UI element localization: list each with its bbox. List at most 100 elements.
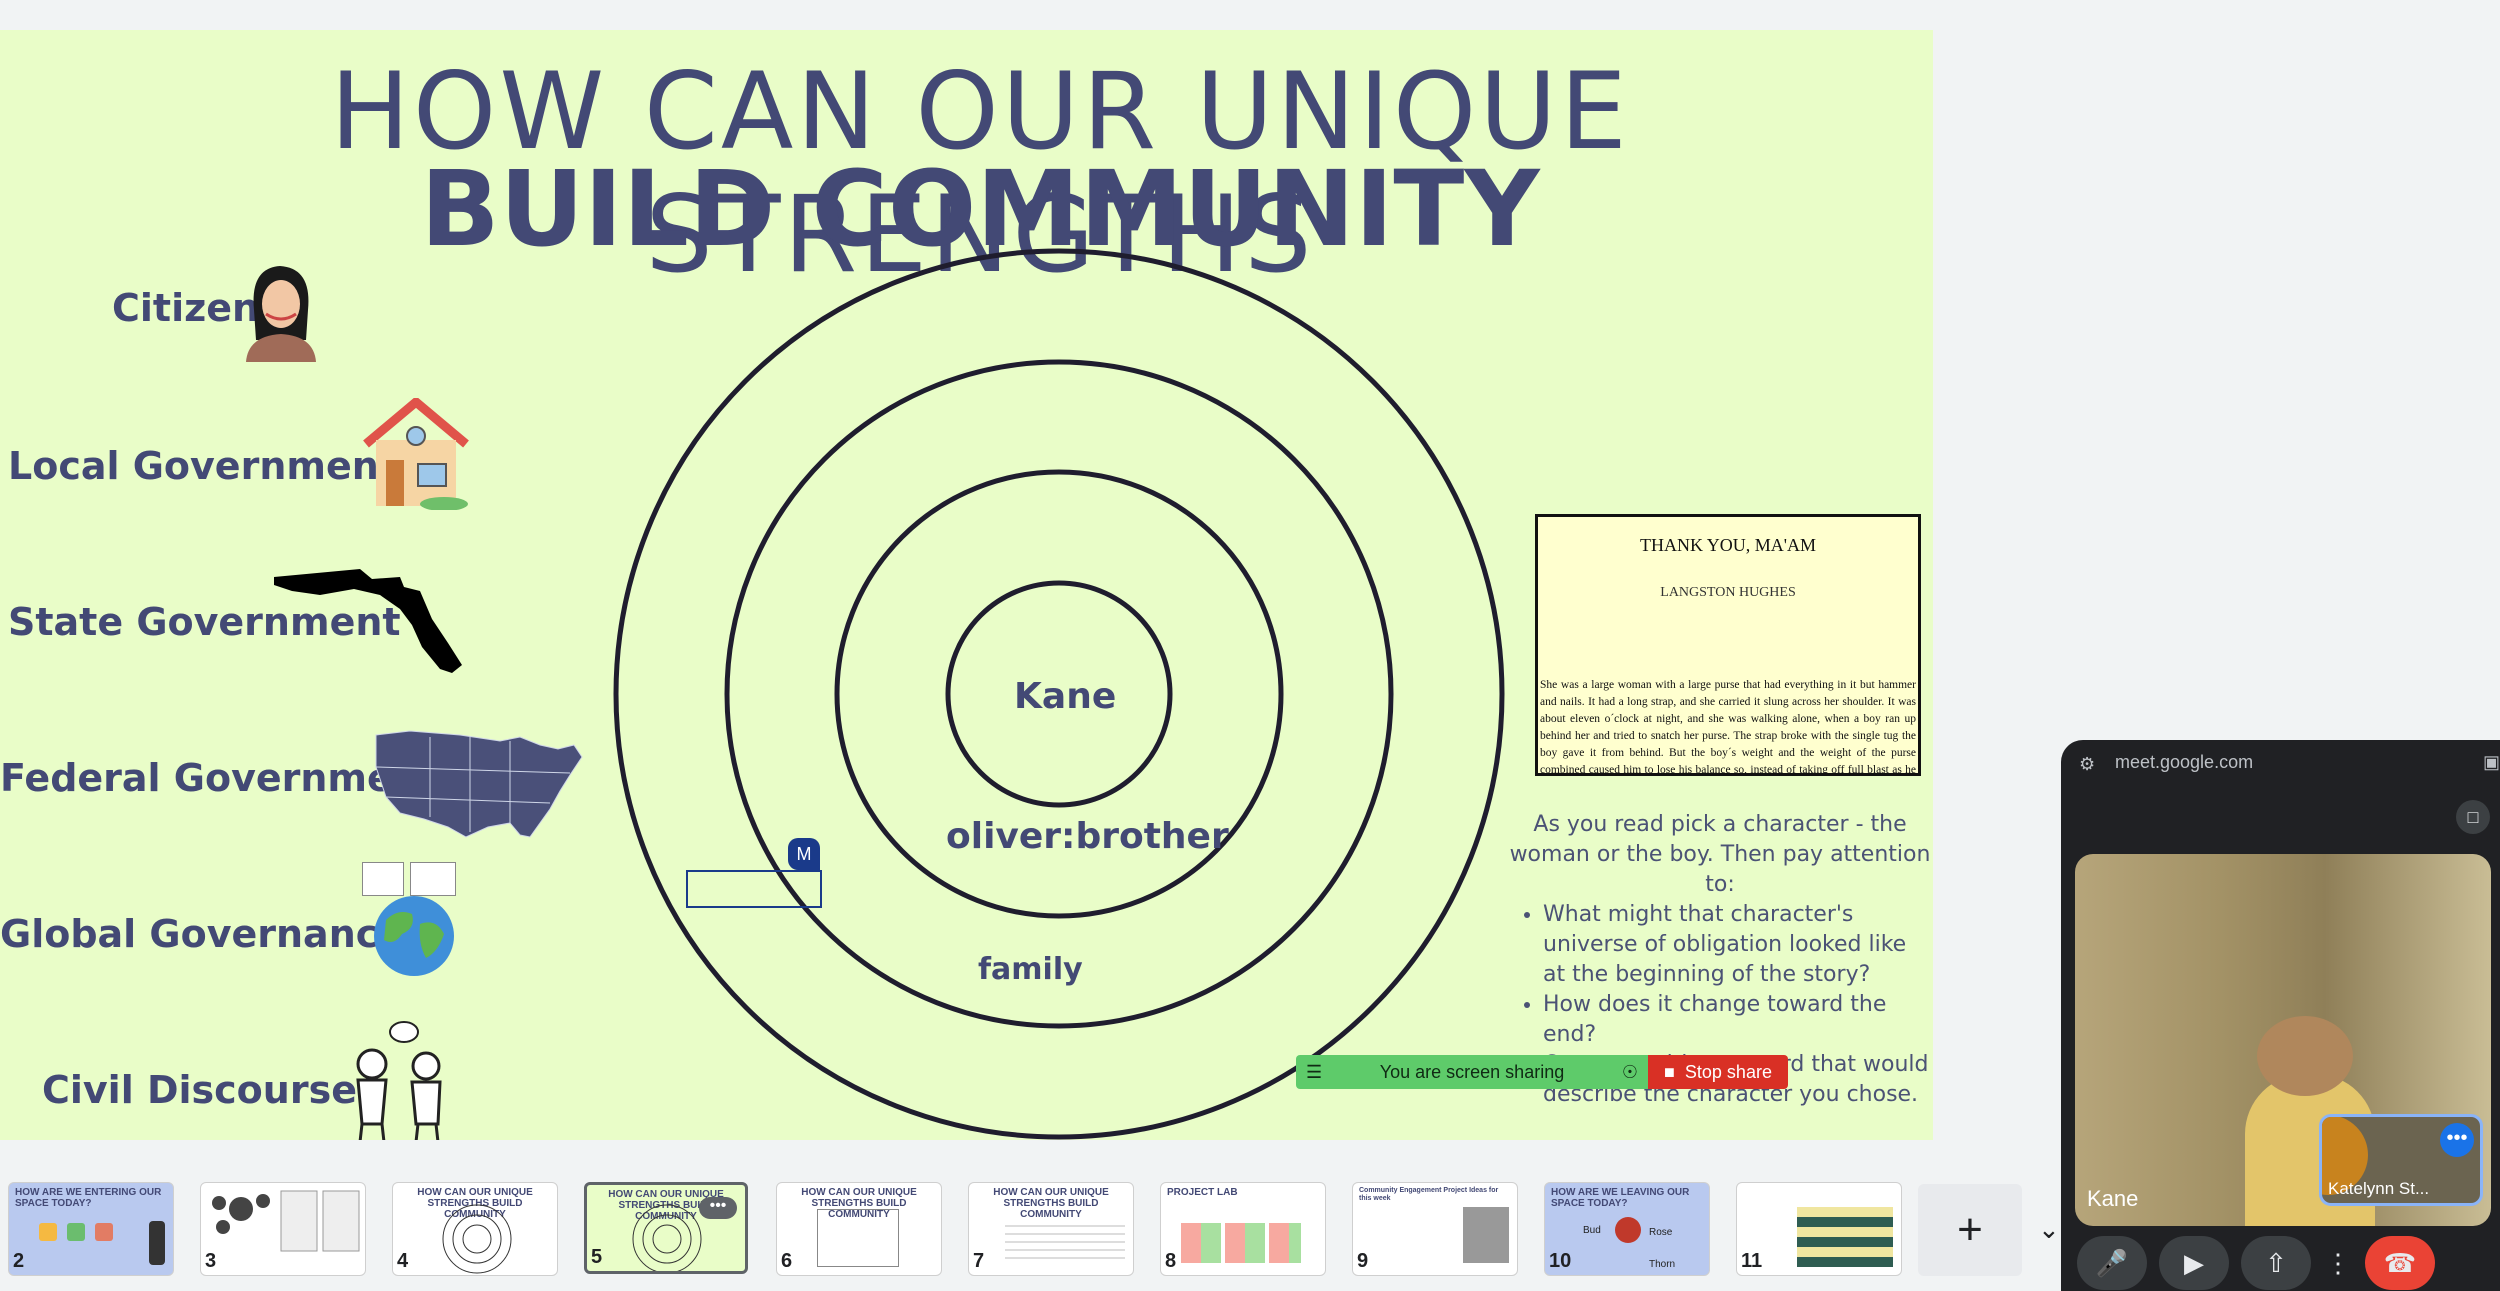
thumbnail-number: 3 [205,1250,217,1272]
thumbnail-title: HOW CAN OUR UNIQUE STRENGTHS BUILD COMMU… [417,1187,533,1220]
collaborator-cursor-badge: M [788,838,820,870]
slide-thumbnail-selected[interactable]: HOW CAN OUR UNIQUE STRENGTHS BUILD COMMU… [584,1182,748,1274]
thumbnail-title: HOW CAN OUR UNIQUE STRENGTHS BUILD COMMU… [993,1187,1109,1220]
site-settings-icon[interactable]: ⚙ [2079,754,2096,774]
thumbnail-lines-preview [1005,1219,1125,1259]
level-local-government-label: Local Government [8,444,397,488]
stop-share-button[interactable]: ■ Stop share [1648,1055,1788,1089]
mic-icon[interactable]: 🎤 [2077,1236,2147,1290]
ring-second-label[interactable]: oliver:brother [946,816,1229,857]
thumbnail-number: 7 [973,1250,985,1272]
more-icon[interactable]: ⋮ [2325,1247,2351,1278]
people-talking-icon [356,1021,442,1140]
participant-video[interactable]: Kane ••• Katelynn St... [2075,854,2491,1226]
more-options-icon[interactable]: ••• [699,1197,737,1219]
stop-icon: ■ [1664,1061,1675,1082]
rings-preview-icon [632,1204,702,1271]
slide-thumbnail[interactable]: HOW CAN OUR UNIQUE STRENGTHS BUILD COMMU… [392,1182,558,1276]
slide-thumbnail[interactable]: HOW CAN OUR UNIQUE STRENGTHS BUILD COMMU… [968,1182,1134,1276]
text-box-cursor-frame[interactable] [686,870,822,908]
slide-title-line1: HOW CAN OUR UNIQUE STRENGTHS [330,50,1630,296]
instruction-bullet: What might that character's universe of … [1543,900,1933,990]
stop-share-label: Stop share [1684,1061,1772,1082]
slide-thumbnail[interactable]: HOW ARE WE ENTERING OUR SPACE TODAY? 2 [8,1182,174,1276]
thumbnail-title: HOW ARE WE LEAVING OUR SPACE TODAY? [1551,1187,1690,1209]
slide-canvas: HOW CAN OUR UNIQUE STRENGTHS BUILD COMMU… [0,30,1933,1140]
story-excerpt-card[interactable]: THANK YOU, MA'AM LANGSTON HUGHES She was… [1535,514,1921,776]
more-options-icon[interactable]: ••• [2440,1123,2474,1157]
rose-icon [1615,1217,1641,1243]
camera-off-icon[interactable]: □ [2456,800,2490,834]
thumbnail-photo-preview [1463,1207,1509,1263]
florida-map-icon [274,569,462,673]
thumbnail-number: 5 [591,1246,603,1268]
story-text: She was a large woman with a large purse… [1540,679,1916,776]
thumbnail-icon [39,1223,57,1241]
thumbnail-bud-label: Bud [1583,1225,1601,1236]
chevron-down-icon[interactable]: ⌄ [2038,1214,2060,1244]
thumbnail-sticky-notes-preview [1181,1223,1301,1263]
slide-title-line2: BUILD COMMUNITY [420,148,1540,270]
meet-pip-window: ⚙ meet.google.com ▣ □ Kane ••• Katelynn … [2061,740,2500,1291]
alaska-inset-icon [362,862,404,896]
thumbnail-number: 6 [781,1250,793,1272]
back-to-tab-icon[interactable]: ▣ [2482,752,2500,772]
thumbnail-icon [67,1223,85,1241]
thumbnail-icon [95,1223,113,1241]
usa-map-icon [375,730,583,838]
thumbnail-table-preview [1797,1207,1893,1267]
screen-share-bar: ☰ You are screen sharing ☉ ■ Stop share [1296,1055,1788,1089]
self-view-tile[interactable]: ••• Katelynn St... [2319,1114,2483,1206]
hawaii-inset-icon [410,862,456,896]
present-icon[interactable]: ⇧ [2241,1236,2311,1290]
level-state-government-label: State Government [8,600,401,644]
level-global-governance-label: Global Governance? [0,912,427,956]
traffic-light-icon [149,1221,165,1265]
pip-url: meet.google.com [2115,752,2254,772]
participant-head [2257,1016,2353,1096]
slide-thumbnail[interactable]: Community Engagement Project Ideas for t… [1352,1182,1518,1276]
call-controls: 🎤 ▶ ⇧ ⋮ ☎ [2077,1236,2497,1291]
level-civil-discourse-label: Civil Discourse [42,1068,357,1112]
thumbnail-number: 10 [1549,1250,1572,1272]
house-icon [363,398,469,510]
story-author: LANGSTON HUGHES [1660,585,1796,600]
globe-icon [374,896,454,976]
thumbnail-title: PROJECT LAB [1167,1187,1238,1198]
add-slide-button[interactable]: + [1918,1184,2022,1276]
slide-thumbnail[interactable]: PROJECT LAB 8 [1160,1182,1326,1276]
instructions-lead: As you read pick a character - the woman… [1509,812,1931,897]
slide-thumbnail[interactable]: HOW ARE WE LEAVING OUR SPACE TODAY? Bud … [1544,1182,1710,1276]
level-federal-government-label: Federal Government [0,756,439,800]
level-citizen-label: Citizen [112,286,260,330]
share-status-text: You are screen sharing [1379,1061,1565,1082]
thumbnail-table-preview [817,1209,899,1267]
thumbnail-rose-label: Rose [1649,1227,1673,1238]
thumbnail-title: HOW ARE WE ENTERING OUR SPACE TODAY? [15,1187,162,1209]
universe-of-obligation-rings [613,248,1505,1140]
rings-preview-icon [442,1204,512,1274]
thumbnail-title: Community Engagement Project Ideas for t… [1359,1187,1499,1202]
self-name: Katelynn St... [2328,1179,2430,1198]
slide-filmstrip: HOW ARE WE ENTERING OUR SPACE TODAY? 2 3… [0,1170,2070,1291]
slide-thumbnail[interactable]: 3 [200,1182,366,1276]
thumbnail-thorn-label: Thorn [1649,1259,1676,1270]
ring-third-label[interactable]: family [978,952,1083,987]
story-title: THANK YOU, MA'AM [1639,535,1817,555]
ring-center-label[interactable]: Kane [1014,676,1117,717]
participant-name: Kane [2087,1186,2139,1211]
thumbnail-number: 11 [1741,1250,1763,1272]
shield-icon: ☉ [1621,1061,1638,1082]
thumbnail-number: 8 [1165,1250,1177,1272]
slide-thumbnail[interactable]: 11 [1736,1182,1902,1276]
thumbnail-number: 2 [13,1250,25,1272]
share-status: ☰ You are screen sharing ☉ [1296,1055,1648,1089]
instruction-bullet: How does it change toward the end? [1543,990,1933,1050]
drag-handle-icon[interactable]: ☰ [1306,1061,1323,1082]
camera-icon[interactable]: ▶ [2159,1236,2229,1290]
thumbnail-number: 9 [1357,1250,1369,1272]
thumbnail-title: HOW CAN OUR UNIQUE STRENGTHS BUILD COMMU… [801,1187,917,1220]
thumbnail-number: 4 [397,1250,409,1272]
end-call-icon[interactable]: ☎ [2365,1236,2435,1290]
slide-thumbnail[interactable]: HOW CAN OUR UNIQUE STRENGTHS BUILD COMMU… [776,1182,942,1276]
